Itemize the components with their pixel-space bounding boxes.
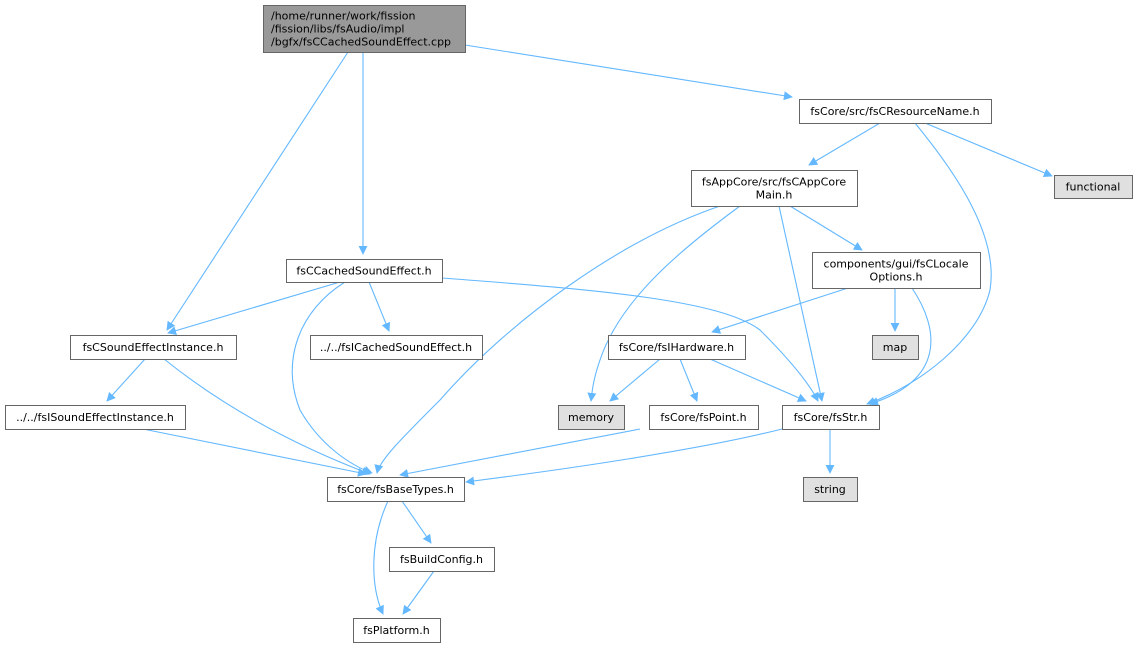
- edge-root-to-instance: [166, 51, 349, 331]
- node-box: [649, 405, 759, 430]
- edges: [106, 44, 1053, 615]
- edge-cached-to-str: [441, 277, 819, 402]
- node-label: fsPlatform.h: [363, 624, 429, 637]
- node-box: [782, 405, 880, 430]
- node-box: [812, 252, 981, 289]
- edge-hardware-to-memory: [609, 358, 661, 402]
- nodes: /home/runner/work/fission/fission/libs/f…: [5, 5, 1133, 643]
- edge-basetypes-to-platform: [373, 500, 389, 615]
- node-label: fsCore/fsIHardware.h: [619, 341, 734, 354]
- node-box: [310, 335, 483, 360]
- node-box: [608, 335, 746, 360]
- node-hardware[interactable]: fsCore/fsIHardware.h: [608, 335, 746, 360]
- node-map: map: [872, 335, 919, 360]
- node-box: [389, 547, 495, 572]
- edge-locale-to-hardware: [711, 287, 849, 334]
- node-label: fsCSoundEffectInstance.h: [83, 341, 224, 354]
- edge-instance-to-basetypes: [163, 358, 371, 476]
- node-label: fsAppCore/src/fsCAppCore: [702, 176, 846, 189]
- node-basetypes[interactable]: fsCore/fsBaseTypes.h: [327, 477, 465, 502]
- edge-instance-to-iinstance: [106, 358, 146, 402]
- node-resname[interactable]: fsCore/src/fsCResourceName.h: [799, 99, 992, 124]
- node-icached[interactable]: ../../fsICachedSoundEffect.h: [310, 335, 483, 360]
- edge-appcore-to-locale: [789, 205, 863, 251]
- edge-appcore-to-memory: [587, 205, 741, 402]
- node-label: components/gui/fsCLocale: [824, 258, 969, 271]
- node-buildconfig[interactable]: fsBuildConfig.h: [389, 547, 495, 572]
- node-iinstance[interactable]: ../../fsISoundEffectInstance.h: [5, 405, 186, 430]
- node-box: [803, 477, 858, 502]
- node-box: [353, 618, 441, 643]
- node-label: string: [814, 483, 846, 496]
- node-label: fsCore/src/fsCResourceName.h: [810, 105, 979, 118]
- edge-buildconfig-to-platform: [402, 570, 435, 615]
- node-label: fsCore/fsStr.h: [794, 411, 868, 424]
- node-label: functional: [1066, 181, 1121, 194]
- edge-resname-to-str: [866, 122, 992, 406]
- node-memory: memory: [558, 405, 625, 430]
- node-box: [327, 477, 465, 502]
- node-box: [5, 405, 186, 430]
- edge-hardware-to-point: [679, 358, 699, 402]
- node-label: /home/runner/work/fission: [271, 10, 416, 23]
- node-box: [691, 170, 858, 207]
- node-cached[interactable]: fsCCachedSoundEffect.h: [286, 259, 443, 283]
- node-string: string: [803, 477, 858, 502]
- edge-str-to-basetypes: [465, 428, 783, 486]
- node-label: Main.h: [756, 189, 793, 202]
- node-label: map: [883, 341, 907, 354]
- node-label: /fission/libs/fsAudio/impl: [271, 23, 404, 36]
- node-point[interactable]: fsCore/fsPoint.h: [649, 405, 759, 430]
- node-functional: functional: [1054, 175, 1133, 199]
- edge-hardware-to-str: [709, 358, 807, 402]
- edge-resname-to-functional: [924, 122, 1053, 178]
- node-box: [558, 405, 625, 430]
- node-box: [872, 335, 919, 360]
- node-root: /home/runner/work/fission/fission/libs/f…: [263, 5, 466, 53]
- edge-locale-to-str: [869, 287, 932, 406]
- node-box: [1054, 175, 1133, 199]
- node-label: fsBuildConfig.h: [400, 553, 483, 566]
- node-box: [70, 335, 237, 360]
- edge-cached-to-icached: [368, 281, 391, 332]
- edge-cached-to-instance: [167, 281, 341, 336]
- node-label: fsCore/fsPoint.h: [660, 411, 746, 424]
- node-label: /bgfx/fsCCachedSoundEffect.cpp: [271, 36, 451, 49]
- node-label: fsCCachedSoundEffect.h: [296, 265, 431, 278]
- node-str[interactable]: fsCore/fsStr.h: [782, 405, 880, 430]
- node-label: fsCore/fsBaseTypes.h: [337, 483, 454, 496]
- edge-resname-to-appcore: [808, 122, 881, 166]
- node-label: Options.h: [870, 271, 923, 284]
- node-box: [263, 5, 466, 53]
- node-box: [799, 99, 992, 124]
- edge-point-to-basetypes: [399, 428, 641, 478]
- node-platform[interactable]: fsPlatform.h: [353, 618, 441, 643]
- edge-iinstance-to-basetypes: [142, 428, 367, 477]
- node-label: ../../fsISoundEffectInstance.h: [16, 411, 174, 424]
- edge-cached-to-basetypes: [291, 281, 373, 475]
- edge-basetypes-to-buildconfig: [401, 500, 432, 544]
- node-instance[interactable]: fsCSoundEffectInstance.h: [70, 335, 237, 360]
- node-label: ../../fsICachedSoundEffect.h: [320, 341, 472, 354]
- edge-root-to-resname: [464, 44, 793, 101]
- node-box: [286, 259, 443, 283]
- node-label: memory: [568, 411, 614, 424]
